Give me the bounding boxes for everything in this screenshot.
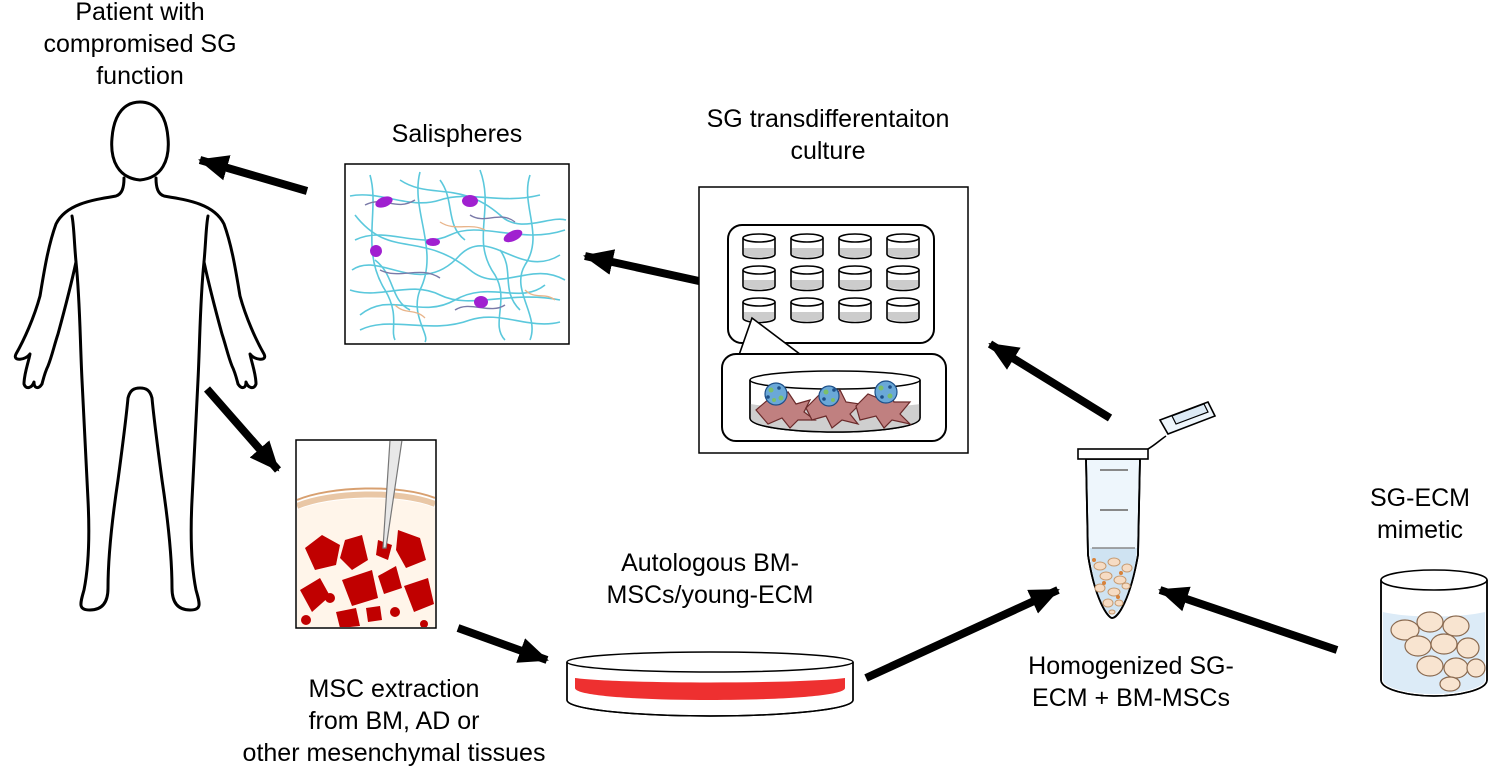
scalpel-icon bbox=[382, 441, 403, 549]
label-msc-extraction: MSC extraction from BM, AD or other mese… bbox=[214, 673, 574, 769]
purple-cells bbox=[370, 195, 523, 308]
label-mimetic-line-2: mimetic bbox=[1376, 516, 1464, 544]
label-transdiff-line-2: culture bbox=[790, 137, 866, 165]
label-autologous: Autologous BM- MSCs/young-ECM bbox=[572, 547, 848, 611]
label-extraction-line-2: from BM, AD or bbox=[308, 707, 480, 735]
spheroids bbox=[764, 380, 898, 407]
label-salispheres: Salispheres bbox=[360, 118, 554, 150]
label-transdiff-culture: SG transdifferentaiton culture bbox=[668, 103, 988, 167]
well bbox=[742, 265, 776, 292]
well bbox=[742, 233, 776, 260]
label-autologous-line-2: MSCs/young-ECM bbox=[606, 581, 814, 609]
label-homogenized-line-1: Homogenized SG- bbox=[1028, 652, 1234, 680]
well bbox=[838, 233, 872, 260]
label-patient-line-3: function bbox=[96, 62, 184, 90]
hydrogel-beads bbox=[1390, 611, 1486, 692]
label-patient: Patient with compromised SG function bbox=[24, 0, 256, 92]
petri-dish-icon bbox=[566, 651, 854, 717]
label-patient-line-1: Patient with bbox=[75, 0, 205, 26]
arrow-culture-to-salispheres bbox=[583, 249, 709, 287]
well bbox=[886, 297, 920, 324]
arrow-extraction-to-dish bbox=[456, 624, 549, 664]
well-plate bbox=[727, 224, 935, 344]
salispheres-panel bbox=[344, 163, 570, 345]
fiber-network bbox=[349, 169, 567, 343]
label-transdiff-line-1: SG transdifferentaiton bbox=[706, 105, 950, 133]
well bbox=[742, 297, 776, 324]
arrow-mimetic-to-tube bbox=[1158, 586, 1339, 654]
tissue-fragments bbox=[300, 530, 434, 627]
culture-panel bbox=[698, 186, 969, 454]
tube-lid-icon bbox=[1147, 400, 1217, 450]
arrows bbox=[198, 155, 1339, 682]
arrow-tube-to-culture bbox=[987, 340, 1113, 422]
well bbox=[790, 297, 824, 324]
label-salispheres-line-1: Salispheres bbox=[391, 120, 523, 148]
well bbox=[886, 233, 920, 260]
label-extraction-line-3: other mesenchymal tissues bbox=[242, 739, 546, 767]
tissue-panel bbox=[295, 439, 437, 629]
arrow-patient-to-extraction bbox=[203, 386, 282, 473]
wells bbox=[742, 233, 920, 324]
arrow-salispheres-to-patient bbox=[198, 155, 309, 195]
tube-pellet bbox=[1093, 557, 1133, 615]
label-homogenized: Homogenized SG- ECM + BM-MSCs bbox=[996, 650, 1266, 714]
label-mimetic-line-1: SG-ECM bbox=[1370, 484, 1470, 512]
well bbox=[838, 265, 872, 292]
patient-silhouette-icon bbox=[13, 100, 267, 612]
label-autologous-line-1: Autologous BM- bbox=[621, 549, 799, 577]
mimetic-jar-icon bbox=[1380, 569, 1488, 697]
eppendorf-tube-icon bbox=[1077, 400, 1217, 619]
arrow-dish-to-tube bbox=[864, 586, 1060, 682]
label-extraction-line-1: MSC extraction bbox=[308, 675, 480, 703]
well bbox=[886, 265, 920, 292]
label-homogenized-line-2: ECM + BM-MSCs bbox=[1032, 684, 1230, 712]
label-patient-line-2: compromised SG bbox=[43, 30, 237, 58]
label-sg-ecm-mimetic: SG-ECM mimetic bbox=[1352, 482, 1488, 546]
well bbox=[838, 297, 872, 324]
well bbox=[790, 265, 824, 292]
well bbox=[790, 233, 824, 260]
